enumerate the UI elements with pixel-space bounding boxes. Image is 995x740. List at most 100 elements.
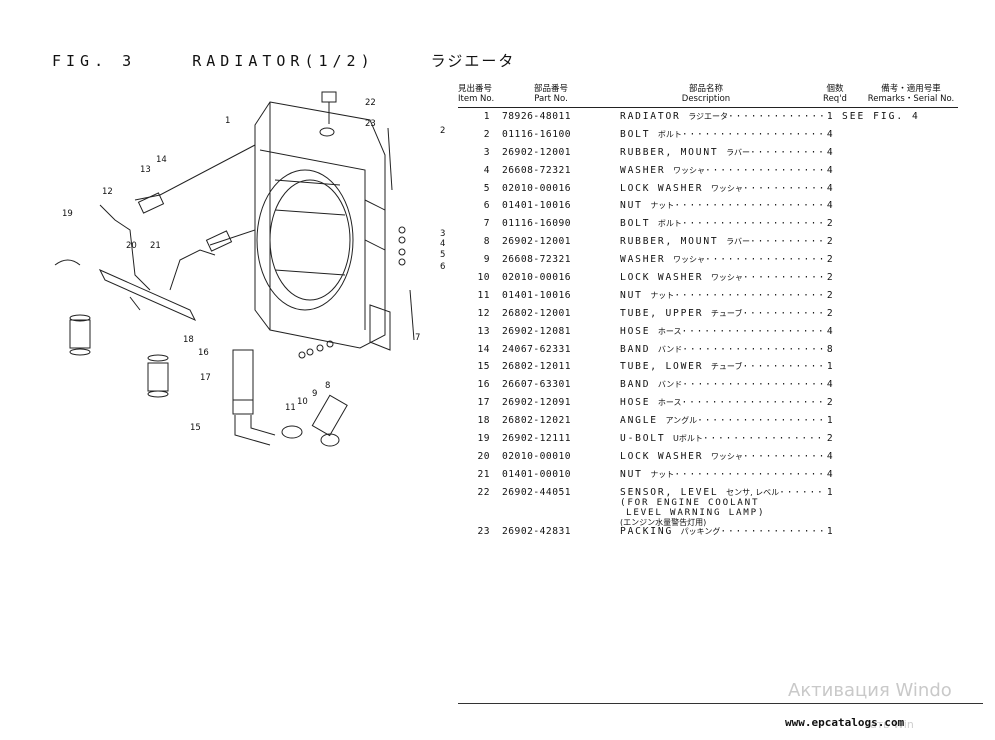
item-number: 20 — [477, 450, 490, 462]
part-number: 26902-12111 — [502, 433, 572, 445]
parts-table: 見出番号 Item No. 部品番号 Part No. 部品名称 Descrip… — [458, 84, 978, 537]
part-name: U-BOLT Uボルト················ — [620, 433, 825, 445]
figure-name: RADIATOR(1/2) — [192, 52, 375, 70]
callout-4: 4 — [440, 239, 445, 249]
item-number: 6 — [483, 200, 490, 212]
footer-divider — [458, 703, 983, 704]
part-name: LOCK WASHER ワッシャ··········· — [620, 272, 827, 284]
item-number: 4 — [483, 164, 490, 176]
part-name: RUBBER, MOUNT ラバー·········· — [620, 146, 826, 158]
item-number: 3 — [483, 146, 490, 158]
callout-5: 5 — [440, 250, 445, 260]
header-qty-en: Req'd — [823, 94, 847, 104]
part-number: 26607-63301 — [502, 379, 572, 391]
part-number: 26902-12091 — [502, 397, 572, 409]
callout-21: 21 — [150, 241, 161, 251]
remarks: SEE FIG. 4 — [842, 111, 920, 122]
item-number: 12 — [477, 307, 490, 319]
part-number: 01401-10016 — [502, 200, 572, 212]
item-number: 1 — [483, 111, 490, 122]
item-number: 14 — [477, 343, 490, 355]
quantity: 8 — [826, 343, 834, 355]
activation-watermark: Активация Windo — [788, 680, 952, 701]
part-number: 02010-00016 — [502, 182, 572, 194]
part-name: HOSE ホース··················· — [620, 325, 826, 337]
part-name: LOCK WASHER ワッシャ··········· — [620, 182, 827, 194]
quantity: 1 — [826, 415, 834, 427]
part-name: SENSOR, LEVEL センサ, レベル······ — [620, 486, 825, 498]
part-name: HOSE ホース··················· — [620, 397, 826, 409]
item-number: 18 — [477, 415, 490, 427]
callout-17: 17 — [200, 373, 211, 383]
part-name: BAND バンド··················· — [620, 343, 827, 355]
quantity: 4 — [826, 200, 834, 212]
callout-15: 15 — [190, 423, 201, 433]
callout-6: 6 — [440, 262, 445, 272]
header-divider — [458, 107, 958, 108]
callout-12: 12 — [102, 187, 113, 197]
quantity: 4 — [826, 182, 834, 194]
radiator-exploded-diagram: 1 2 3 4 5 6 7 8 9 10 11 12 13 14 15 16 1… — [54, 91, 445, 447]
table-row: 12 26802-12001 TUBE, UPPER チューブ···········… — [458, 308, 978, 326]
quantity: 4 — [826, 325, 834, 337]
callout-20: 20 — [126, 241, 137, 251]
quantity: 4 — [826, 128, 834, 140]
part-number: 01401-10016 — [502, 289, 572, 301]
part-number: 26608-72321 — [502, 254, 572, 266]
item-number: 23 — [477, 525, 490, 537]
part-name: RADIATOR ラジエータ············· — [620, 111, 827, 122]
part-name: TUBE, UPPER チューブ··········· — [620, 307, 826, 319]
item-number: 7 — [483, 218, 490, 230]
part-number: 26802-12001 — [502, 307, 572, 319]
part-number: 78926-48011 — [502, 111, 572, 122]
part-name: ANGLE アングル················· — [620, 415, 826, 427]
quantity: 1 — [826, 111, 834, 122]
quantity: 1 — [826, 525, 834, 537]
quantity: 4 — [826, 164, 834, 176]
item-number: 5 — [483, 182, 490, 194]
part-number: 24067-62331 — [502, 343, 572, 355]
quantity: 4 — [826, 379, 834, 391]
part-name: LOCK WASHER ワッシャ··········· — [620, 450, 827, 462]
header-desc-jp: 部品名称 — [688, 84, 723, 94]
quantity: 2 — [826, 307, 834, 319]
part-name: BOLT ボルト··················· — [620, 218, 826, 230]
item-number: 22 — [477, 486, 490, 498]
header-item-jp: 見出番号 — [458, 84, 493, 94]
quantity: 1 — [826, 361, 834, 373]
item-number: 15 — [477, 361, 490, 373]
figure-number: FIG. 3 — [52, 52, 137, 70]
callout-22: 22 — [365, 98, 376, 108]
part-number: 26902-12001 — [502, 146, 572, 158]
callout-7: 7 — [415, 333, 420, 343]
part-number: 26902-12001 — [502, 236, 572, 248]
quantity: 2 — [826, 236, 834, 248]
part-name: WASHER ワッシャ················ — [620, 254, 827, 266]
callout-19: 19 — [62, 209, 73, 219]
quantity: 2 — [826, 254, 834, 266]
figure-name-jp: ラジエータ — [430, 52, 516, 70]
header-desc-en: Description — [681, 94, 731, 104]
part-number: 26802-12021 — [502, 415, 572, 427]
table-header: 見出番号 Item No. 部品番号 Part No. 部品名称 Descrip… — [458, 84, 978, 106]
header-part-en: Part No. — [534, 94, 568, 104]
item-number: 10 — [477, 272, 490, 284]
callout-23: 23 — [365, 119, 376, 129]
table-row: 5 02010-00016 LOCK WASHER ワッシャ···········4 — [458, 183, 978, 201]
part-name: WASHER ワッシャ················ — [620, 164, 827, 176]
item-number: 17 — [477, 397, 490, 409]
item-number: 13 — [477, 325, 490, 337]
quantity: 2 — [826, 272, 834, 284]
part-name: NUT ナット···················· — [620, 468, 826, 480]
